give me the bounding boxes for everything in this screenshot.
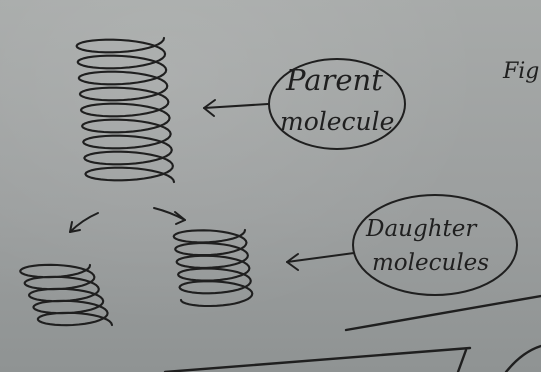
parent-pointer-arrow (204, 100, 268, 116)
parent-helix (77, 38, 174, 182)
parent-label-line1: Parent (285, 63, 383, 97)
parent-label-line2: molecule (280, 107, 394, 136)
daughter-label-line1: Daughter (365, 216, 478, 242)
daughter-helix-right (174, 230, 253, 306)
daughter-label-line2: molecules (372, 250, 489, 276)
bottom-box-lines (165, 296, 541, 372)
fig-text: Fig (502, 59, 539, 84)
daughter-label-ellipse (353, 195, 517, 295)
daughter-pointer-arrow (287, 253, 354, 270)
split-arrow-right (154, 208, 185, 224)
split-arrow-left (70, 213, 98, 232)
daughter-helix-left (20, 265, 112, 325)
